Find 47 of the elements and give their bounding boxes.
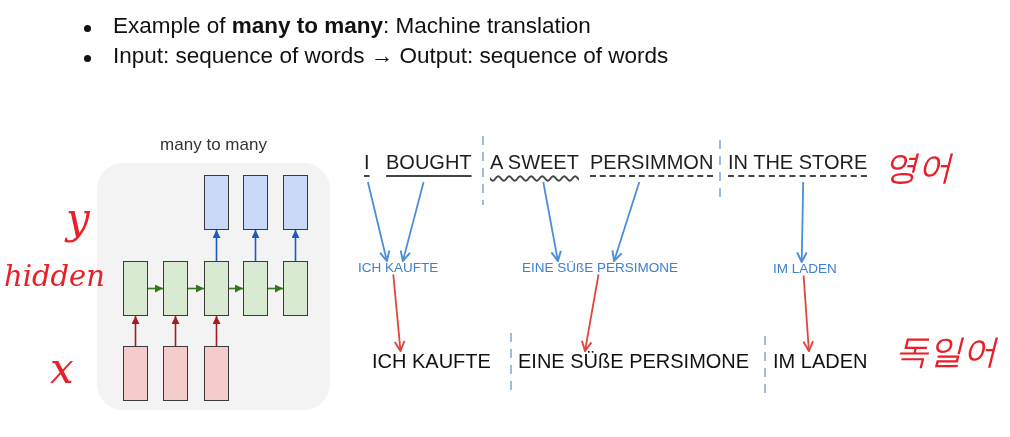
gloss-text: ICH KAUFTE [358,261,439,275]
input-box [123,346,148,401]
arrow [228,284,244,293]
arrow [392,273,406,352]
source-text: IN THE STORE [728,152,868,182]
arrow [802,274,814,352]
output-box [243,175,268,230]
arrow [399,181,425,262]
hidden-box [163,261,188,316]
target-text: IM LADEN [773,351,868,371]
hidden-box [123,261,148,316]
input-box [163,346,188,401]
arrow [212,315,221,347]
source-text: PERSIMMON [590,152,714,182]
bullet-text: Input: sequence of words → Output: sequence of words [113,42,669,70]
bullet-text: Example of many to many: Machine translation [113,12,591,40]
output-box [283,175,308,230]
arrow [542,181,562,262]
arrow [367,181,391,262]
source-text: A SWEET [490,152,579,182]
arrow [131,315,140,347]
arrow [212,229,221,262]
input-box [204,346,229,401]
hidden-box [243,261,268,316]
hidden-box [204,261,229,316]
arrow [796,181,808,263]
arrow [171,315,180,347]
arrow [267,284,284,293]
arrow [581,273,600,352]
handwritten-note: x [50,348,74,390]
gloss-text: EINE SÜßE PERSIMONE [522,261,679,275]
hidden-box [283,261,308,316]
handwritten-note: hidden [4,262,105,291]
output-box [204,175,229,230]
arrow [251,229,260,262]
arrow [187,284,205,293]
handwritten-note: 독일어 [895,334,997,368]
source-text: BOUGHT [386,152,472,182]
source-text: I [364,152,370,182]
panel-title: many to many [160,135,267,156]
gloss-text: IM LADEN [773,262,837,276]
arrow [291,229,300,262]
target-text: ICH KAUFTE [372,351,491,371]
arrow [611,181,641,262]
handwritten-note: 영어 [884,150,952,184]
arrow [147,284,164,293]
target-text: EINE SÜßE PERSIMONE [518,351,750,371]
